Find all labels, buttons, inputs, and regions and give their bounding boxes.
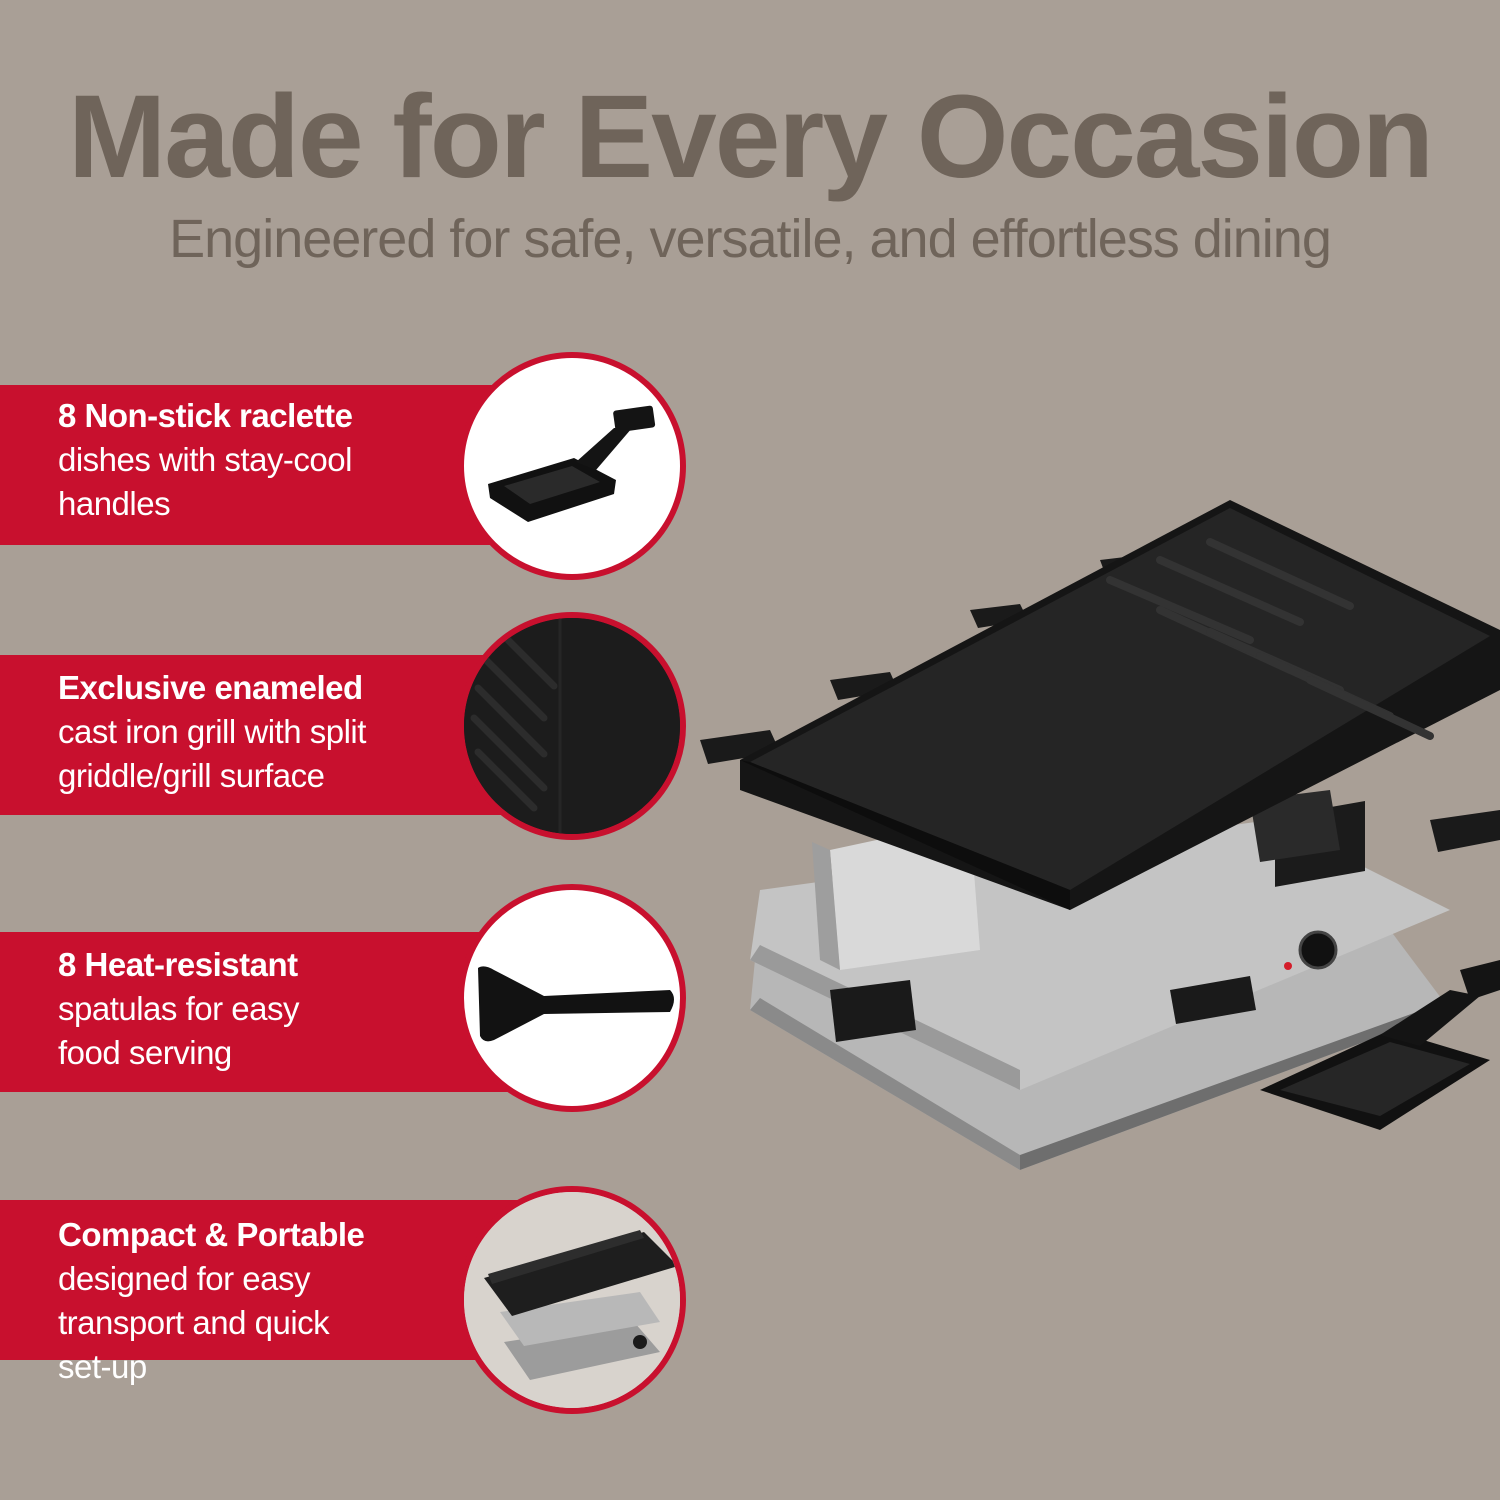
raclette-grill-icon bbox=[458, 1186, 686, 1414]
feature-text-2: Exclusive enameled cast iron grill with … bbox=[58, 666, 366, 798]
feature-description: spatulas for easy food serving bbox=[58, 990, 299, 1071]
grill-plate-icon bbox=[458, 612, 686, 840]
feature-title: 8 Non-stick raclette bbox=[58, 397, 353, 434]
feature-title: Exclusive enameled bbox=[58, 669, 363, 706]
feature-description: designed for easy transport and quick se… bbox=[58, 1260, 330, 1385]
feature-text-1: 8 Non-stick raclette dishes with stay-co… bbox=[58, 394, 353, 526]
page-subtitle: Engineered for safe, versatile, and effo… bbox=[169, 209, 1332, 269]
feature-text-3: 8 Heat-resistant spatulas for easy food … bbox=[58, 943, 299, 1075]
page-title: Made for Every Occasion bbox=[67, 71, 1434, 203]
spatula-icon bbox=[458, 884, 686, 1112]
feature-title: Compact & Portable bbox=[58, 1216, 365, 1253]
feature-title: 8 Heat-resistant bbox=[58, 946, 298, 983]
feature-text-4: Compact & Portable designed for easy tra… bbox=[58, 1213, 365, 1389]
raclette-grill-product-image bbox=[690, 490, 1500, 1190]
feature-description: dishes with stay-cool handles bbox=[58, 441, 352, 522]
feature-description: cast iron grill with split griddle/grill… bbox=[58, 713, 366, 794]
raclette-dish-icon bbox=[458, 352, 686, 580]
